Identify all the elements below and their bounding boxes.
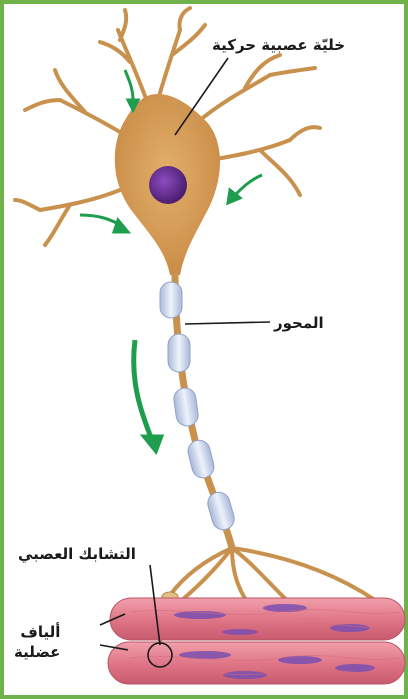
- synapse-label: التشابك العصبي: [18, 545, 136, 563]
- nucleus: [149, 166, 187, 204]
- muscle-fibers-label: ألياف عضلية: [14, 622, 60, 662]
- axon-label: المحور: [274, 314, 324, 332]
- myelin-sheaths: [160, 282, 237, 532]
- motor-neuron-label: خليّة عصبية حركية: [212, 36, 345, 54]
- muscle-fibers-label-line2: عضلية: [14, 642, 60, 662]
- muscle-fibers: [108, 598, 405, 684]
- muscle-fibers-label-line1: ألياف: [14, 622, 60, 642]
